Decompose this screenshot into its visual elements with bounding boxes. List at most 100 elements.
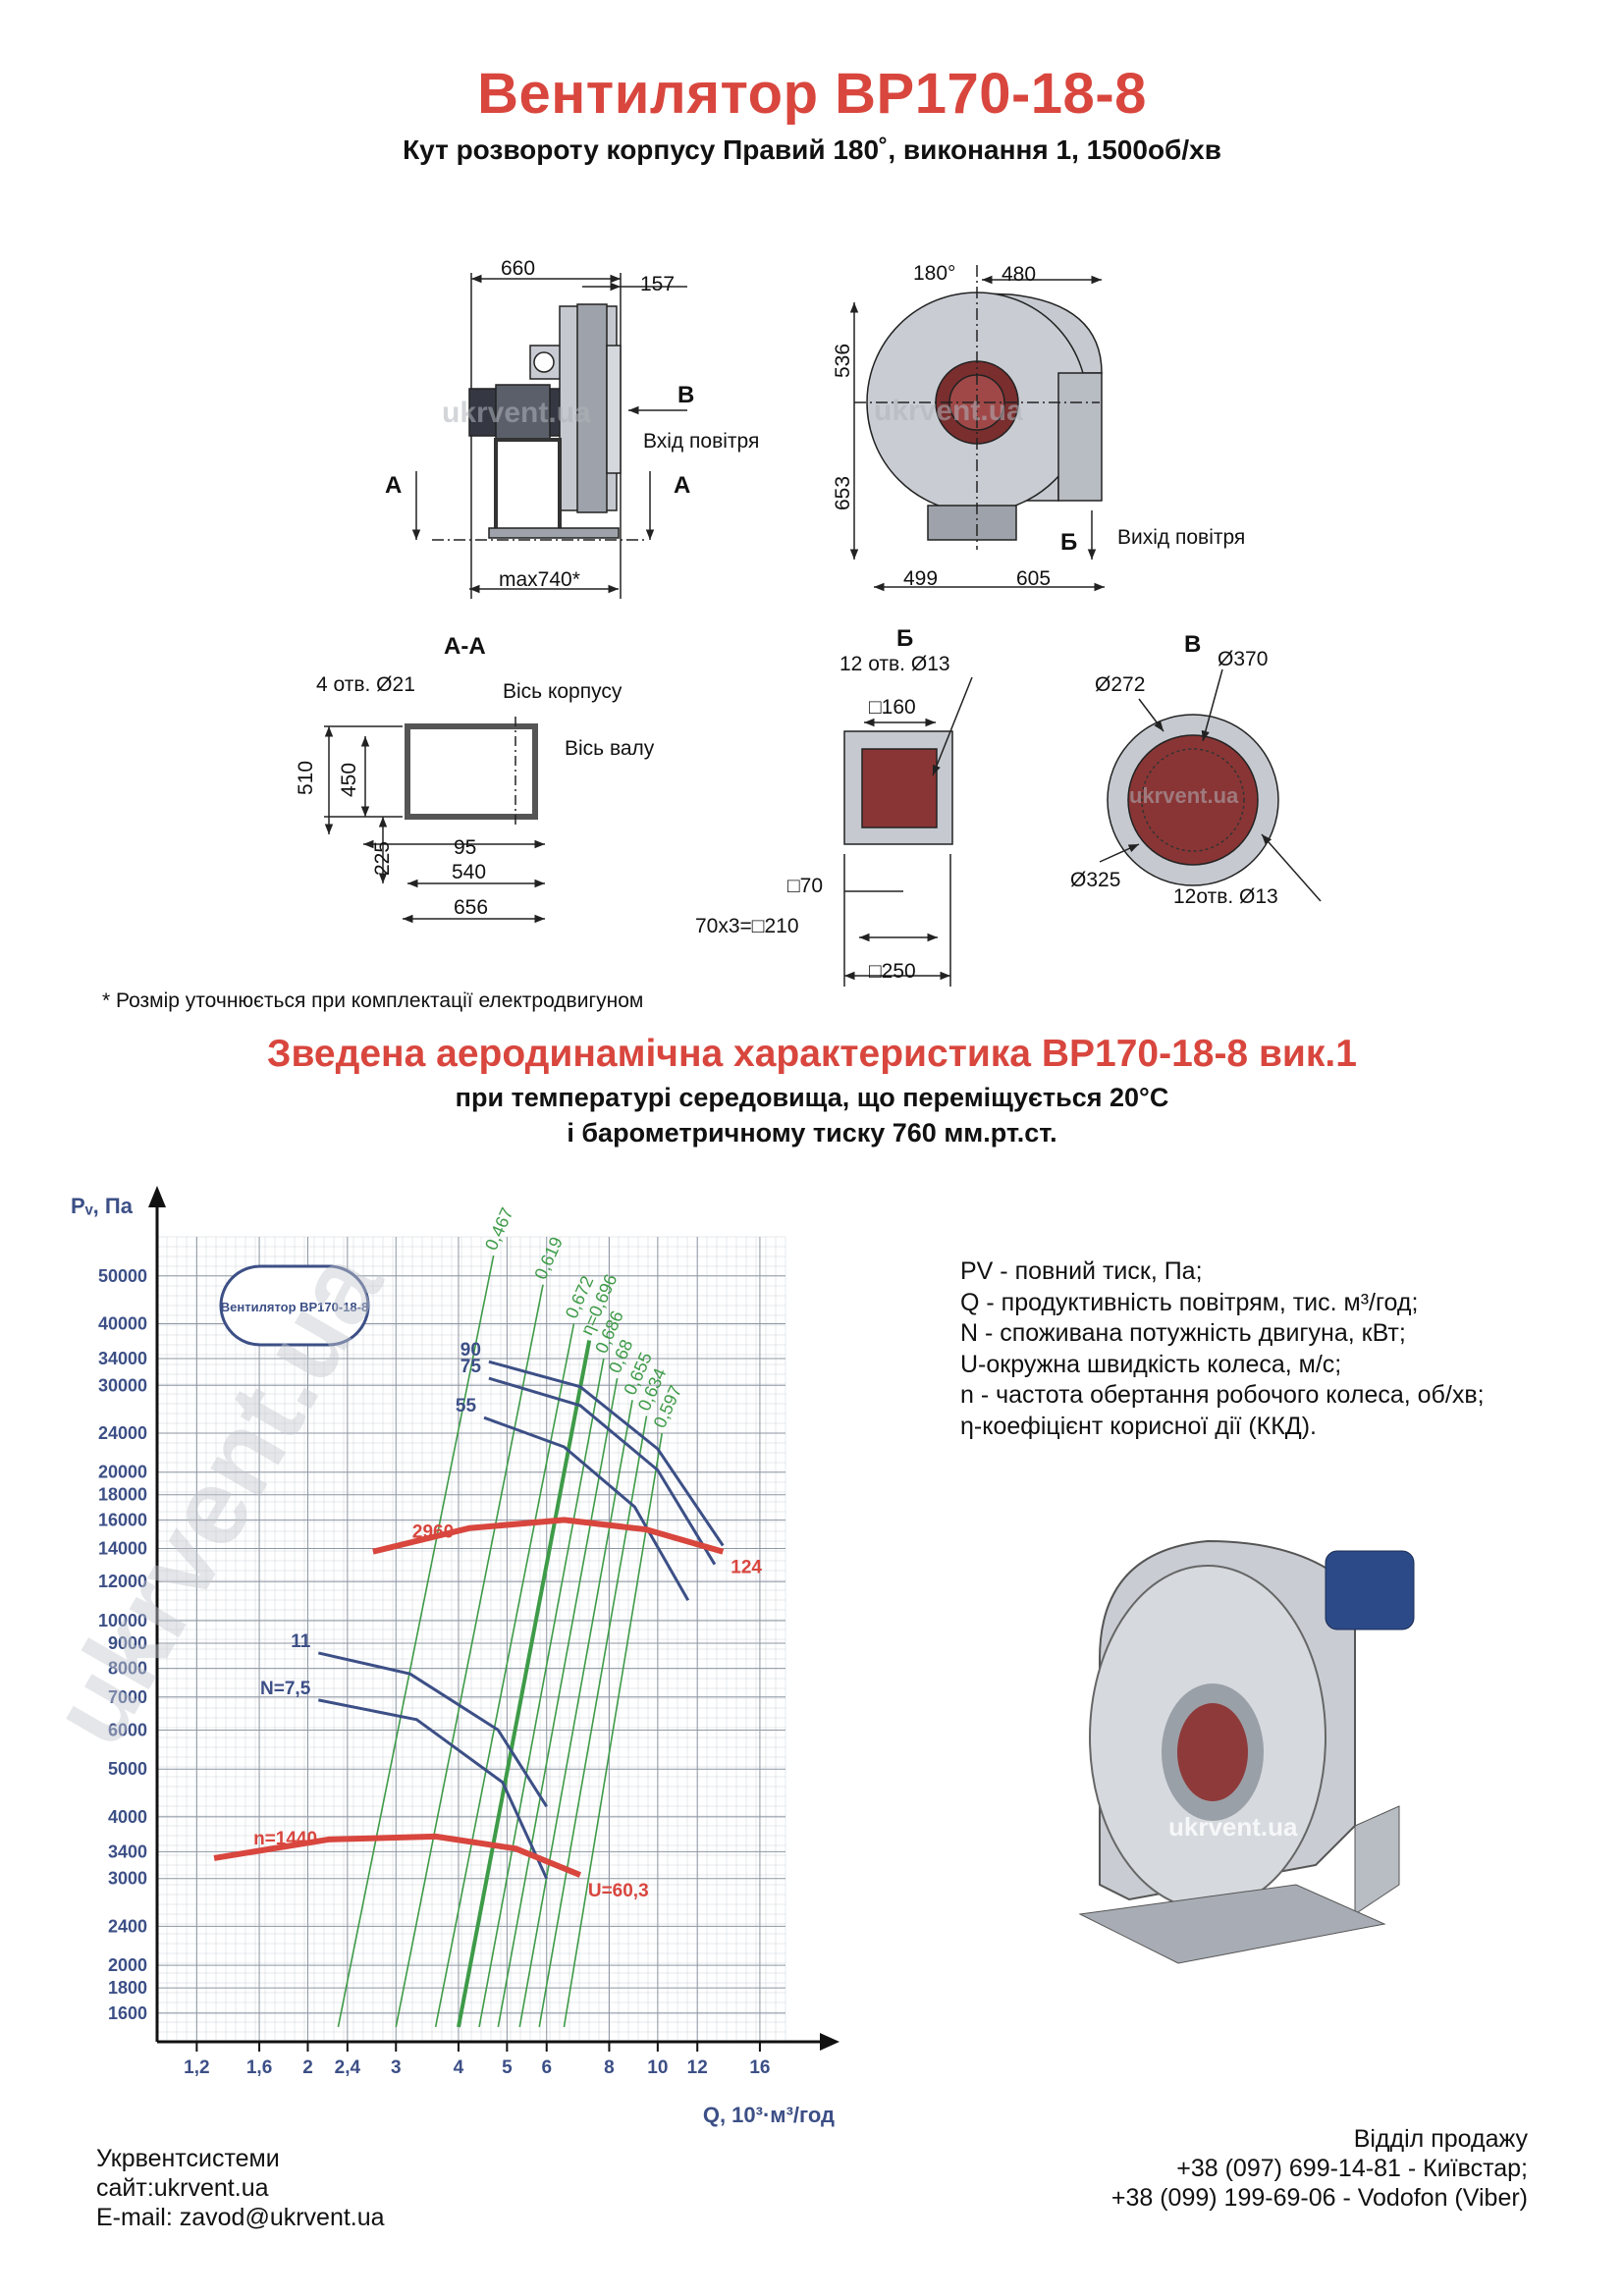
- dim-250: □250: [869, 960, 916, 983]
- page-subtitle: Кут розвороту корпусу Правий 180˚, викон…: [403, 134, 1221, 165]
- y-tick-label: 16000: [98, 1510, 147, 1529]
- dim-max740: max740*: [499, 568, 580, 591]
- section-b-outlet: [843, 676, 973, 987]
- shaft-axis: Вісь валу: [565, 737, 655, 760]
- y-axis-arrow: [148, 1186, 166, 1207]
- efficiency-label: 0,467: [481, 1204, 517, 1253]
- sales-title: Відділ продажу: [1353, 2125, 1528, 2153]
- angle-180: 180°: [913, 262, 955, 285]
- dim-660: 660: [501, 257, 535, 280]
- technical-drawings: 660 157 В Вхід повітря А А max740* 180° …: [295, 257, 1322, 987]
- dim-210: 70x3=□210: [695, 915, 799, 937]
- y-tick-label: 2400: [108, 1916, 147, 1936]
- y-tick-label: 1600: [108, 2003, 147, 2023]
- view-label-b: Б: [1060, 529, 1077, 556]
- efficiency-line: [478, 1358, 605, 2028]
- power-curve-label: 75: [460, 1357, 482, 1377]
- power-curve: [488, 1376, 717, 1566]
- pressure-curve-label-left: n=1440: [253, 1829, 317, 1849]
- efficiency-label: 0,619: [530, 1234, 567, 1282]
- y-tick-label: 12000: [98, 1572, 147, 1591]
- watermark-1: ukrvent.ua: [442, 397, 591, 429]
- section-a-right: А: [674, 472, 690, 499]
- view-label-v: В: [677, 382, 694, 408]
- y-tick-label: 24000: [98, 1423, 147, 1443]
- y-tick-label: 30000: [98, 1375, 147, 1395]
- dim-540: 540: [452, 861, 486, 883]
- dim-480: 480: [1001, 263, 1036, 286]
- x-tick-label: 2: [302, 2057, 313, 2078]
- footnote: * Розмір уточнюється при комплектації ел…: [102, 989, 644, 1012]
- y-axis-title: Pᵥ, Па: [71, 1194, 134, 1218]
- company-email[interactable]: E-mail: zavod@ukrvent.ua: [96, 2204, 385, 2231]
- outlet-holes: 12 отв. Ø13: [839, 653, 950, 675]
- section-aa: [324, 717, 545, 924]
- dim-450: 450: [338, 763, 360, 797]
- side-view: [411, 273, 687, 599]
- holes-4: 4 отв. Ø21: [316, 673, 415, 696]
- outlet-label: Вихід повітря: [1117, 526, 1245, 549]
- watermark-2: ukrvent.ua: [874, 395, 1023, 427]
- section-v-title: В: [1184, 631, 1201, 658]
- pressure-curve-label-right: 124: [731, 1558, 762, 1578]
- y-tick-label: 34000: [98, 1349, 147, 1368]
- front-view: [849, 265, 1105, 592]
- y-tick-label: 5000: [108, 1759, 147, 1779]
- efficiency-line: [337, 1255, 495, 2028]
- y-tick-label: 3400: [108, 1842, 147, 1861]
- dim-656: 656: [454, 896, 488, 919]
- chart-badge: [219, 1264, 370, 1347]
- efficiency-line: [434, 1323, 575, 2028]
- pressure-curve: [372, 1517, 725, 1555]
- aero-chart: Вентилятор ВР170-18-8 0,4670,6190,672η=0…: [27, 1186, 839, 2127]
- sales-phone-2[interactable]: +38 (099) 199-69-06 - Vodofon (Viber): [1110, 2184, 1528, 2212]
- power-curve-label: 90: [460, 1340, 481, 1361]
- inlet-holes: 12отв. Ø13: [1173, 885, 1278, 908]
- power-curve: [483, 1415, 690, 1601]
- section-a-left: А: [385, 472, 402, 499]
- page-title: Вентилятор ВР170-18-8: [477, 62, 1147, 126]
- section-title: Зведена аеродинамічна характеристика ВР1…: [267, 1033, 1357, 1075]
- chart-watermark: ukrvent.ua: [27, 1231, 406, 1765]
- efficiency-line: [497, 1377, 619, 2028]
- dim-499: 499: [903, 567, 938, 590]
- x-tick-label: 4: [454, 2057, 464, 2078]
- x-tick-label: 10: [647, 2057, 668, 2078]
- legend-u: U-окружна швидкість колеса, м/с;: [960, 1350, 1342, 1378]
- y-tick-label: 14000: [98, 1539, 147, 1559]
- x-axis-title: Q, 10³·м³/год: [703, 2103, 835, 2127]
- x-tick-label: 6: [541, 2057, 552, 2078]
- fan-illustration: ukrvent.ua: [1078, 1539, 1415, 1964]
- sales-phone-1[interactable]: +38 (097) 699-14-81 - Київстар;: [1176, 2155, 1528, 2182]
- legend-n: N - споживана потужність двигуна, кВт;: [960, 1319, 1406, 1347]
- legend-pv: PV - повний тиск, Па;: [960, 1257, 1203, 1285]
- watermark-3: ukrvent.ua: [1129, 783, 1239, 808]
- condition-temperature: при температурі середовища, що переміщує…: [455, 1083, 1169, 1112]
- pressure-curve-label-left: 2960: [412, 1522, 454, 1543]
- dim-272: Ø272: [1095, 673, 1145, 696]
- company-site[interactable]: сайт:ukrvent.ua: [96, 2174, 269, 2202]
- y-tick-label: 6000: [108, 1720, 147, 1739]
- y-tick-label: 18000: [98, 1485, 147, 1505]
- dim-157: 157: [640, 273, 675, 295]
- x-tick-label: 12: [687, 2057, 708, 2078]
- y-tick-label: 10000: [98, 1611, 147, 1630]
- x-tick-label: 3: [391, 2057, 402, 2078]
- fan-watermark: ukrvent.ua: [1168, 1812, 1298, 1842]
- dim-605: 605: [1016, 567, 1051, 590]
- legend-eta: η-коефіцієнт корисної дії (ККД).: [960, 1412, 1317, 1440]
- y-tick-label: 50000: [98, 1266, 147, 1286]
- legend-rpm: n - частота обертання робочого колеса, о…: [960, 1381, 1485, 1409]
- y-tick-label: 7000: [108, 1687, 147, 1707]
- dim-160: □160: [869, 696, 916, 719]
- y-tick-label: 4000: [108, 1807, 147, 1827]
- y-tick-label: 2000: [108, 1955, 147, 1975]
- y-tick-label: 40000: [98, 1313, 147, 1333]
- x-tick-label: 16: [749, 2057, 770, 2078]
- company-name: Укрвентсистеми: [96, 2145, 280, 2172]
- power-curve-label: N=7,5: [260, 1679, 311, 1699]
- y-tick-label: 9000: [108, 1633, 147, 1653]
- y-tick-label: 3000: [108, 1869, 147, 1889]
